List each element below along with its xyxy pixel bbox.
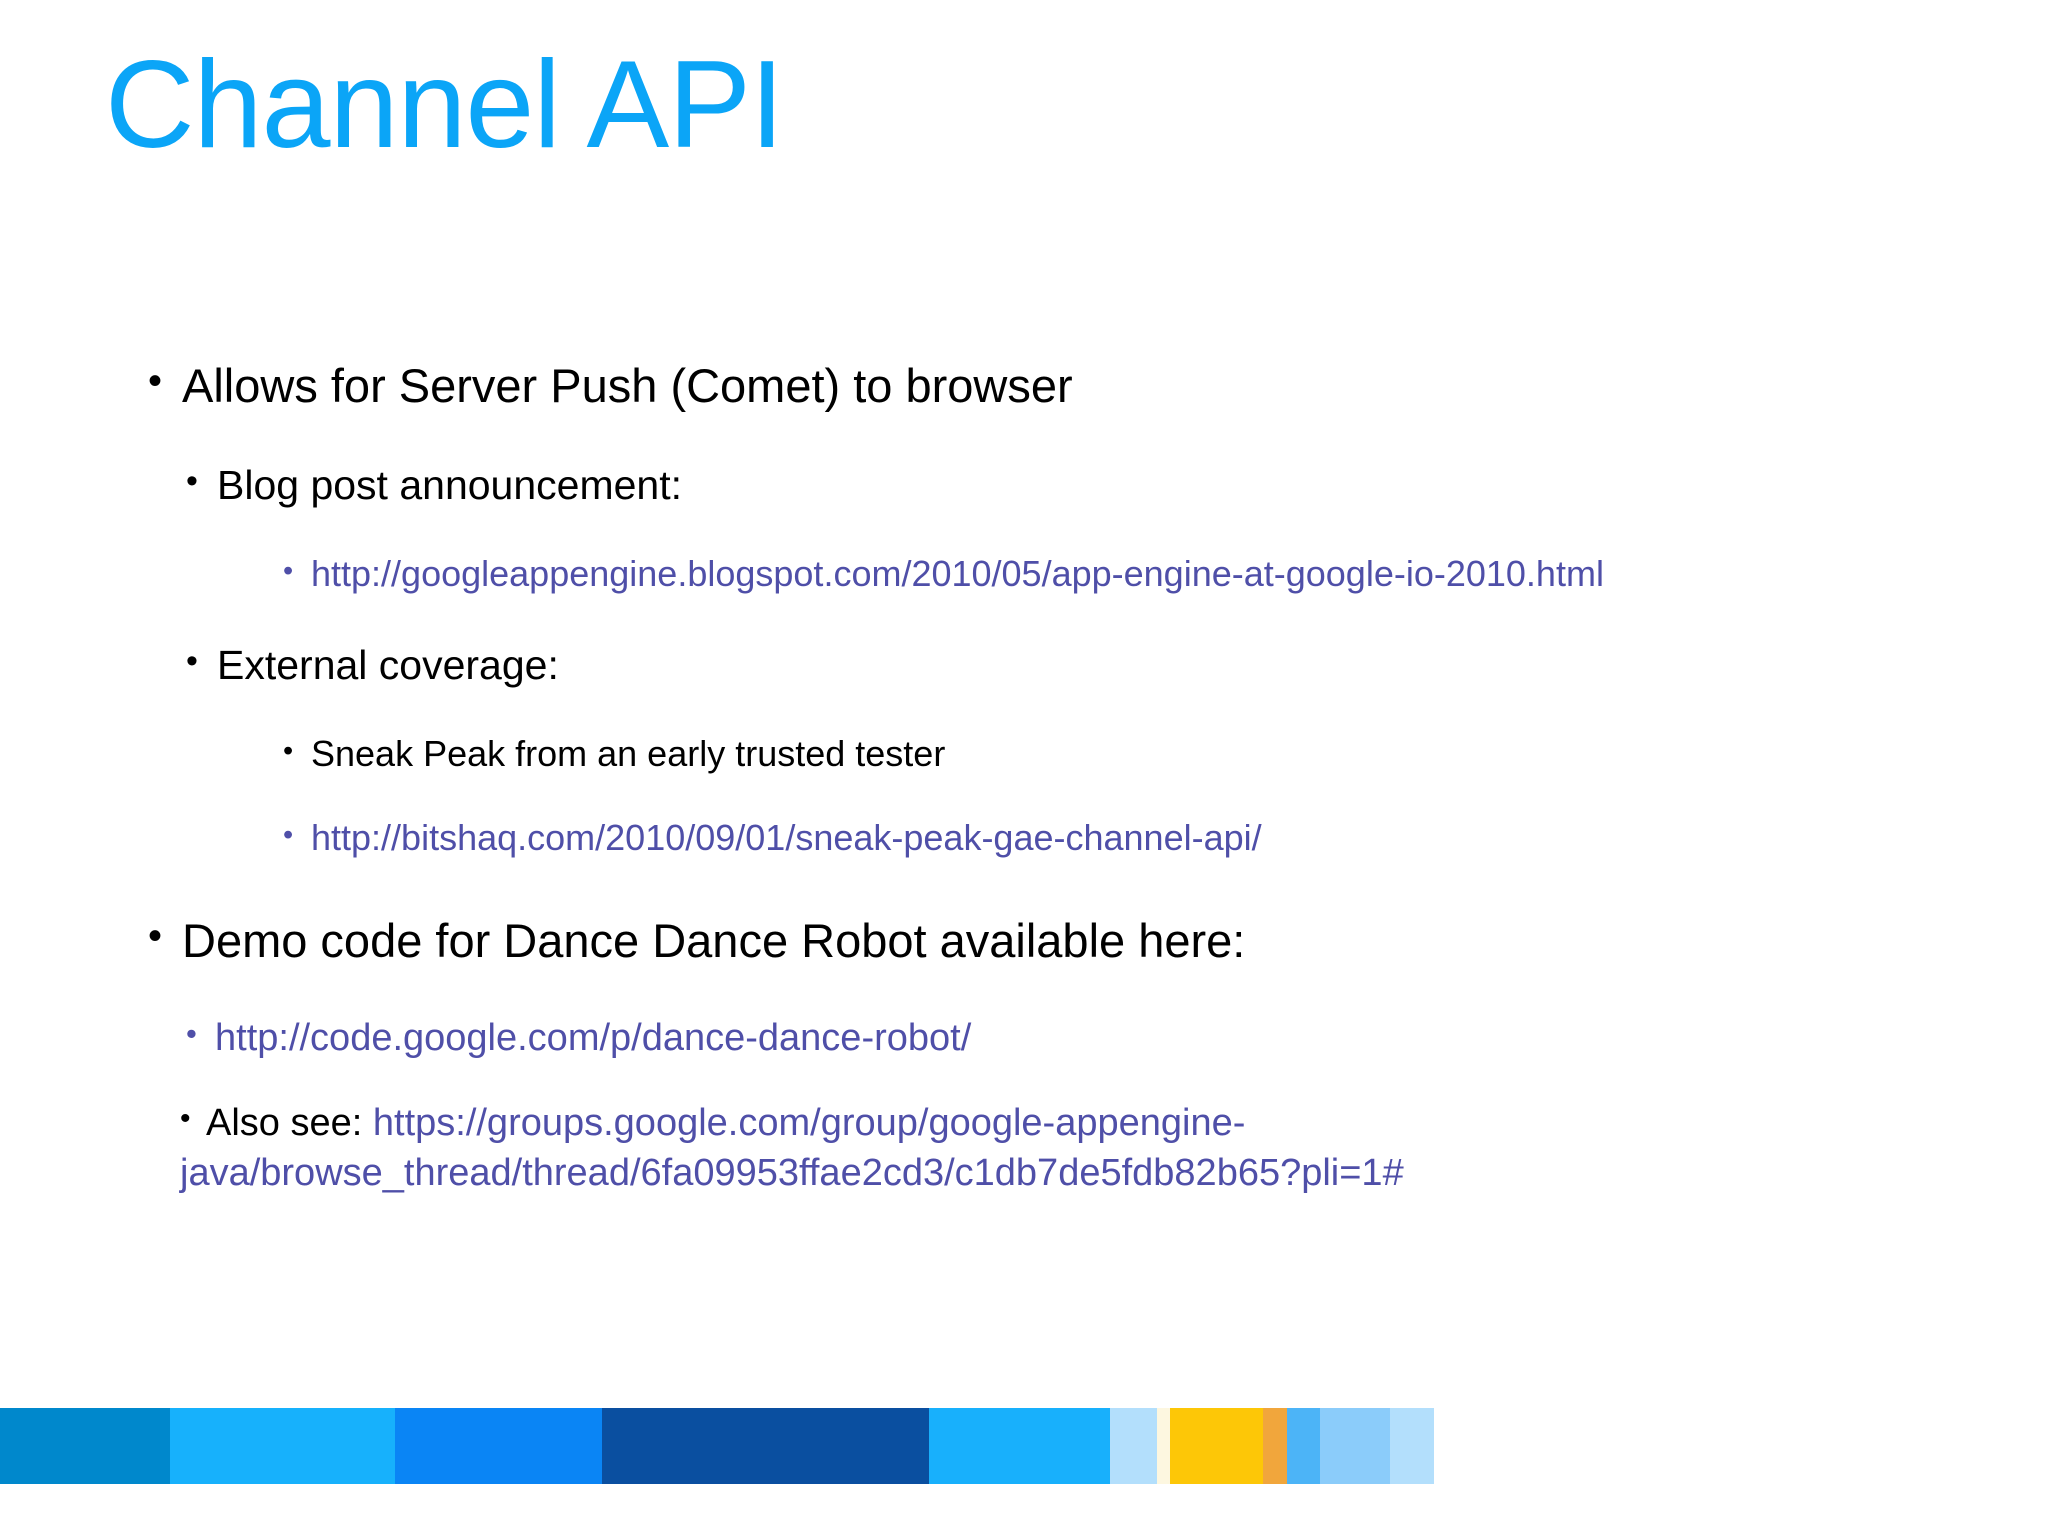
spacer <box>0 693 2048 731</box>
footer-segment-2 <box>170 1408 395 1484</box>
link-groups-google-appengine-java[interactable]: https://groups.google.com/group/google-a… <box>180 1102 1404 1194</box>
bullet-glyph-icon: • <box>180 1102 191 1136</box>
footer-segment-12 <box>1390 1408 1434 1484</box>
footer-segment-6 <box>1110 1408 1157 1484</box>
bullet-item-external-coverage: • External coverage: <box>186 638 2048 693</box>
bullet-glyph-icon: • <box>283 734 294 767</box>
bullet-glyph-icon: • <box>186 641 198 680</box>
also-see-label: Also see: <box>206 1102 373 1145</box>
bullet-item-also-see: • Also see: https://groups.google.com/gr… <box>180 1099 2048 1198</box>
spacer <box>0 418 2048 458</box>
page-title: Channel API <box>105 36 784 174</box>
link-bitshaq-channel-api[interactable]: http://bitshaq.com/2010/09/01/sneak-peak… <box>311 817 1262 859</box>
also-see-line: Also see: https://groups.google.com/grou… <box>180 1099 1740 1198</box>
spacer <box>0 513 2048 551</box>
bullet-item-allows-server-push: • Allows for Server Push (Comet) to brow… <box>148 355 2048 418</box>
bullet-item-demo-code: • Demo code for Dance Dance Robot availa… <box>148 910 2048 973</box>
bullet-item-blogspot-link: • http://googleappengine.blogspot.com/20… <box>283 551 2048 598</box>
link-code-google-dance-dance-robot[interactable]: http://code.google.com/p/dance-dance-rob… <box>215 1017 972 1060</box>
bullet-text: External coverage: <box>217 641 559 688</box>
bullet-text: Blog post announcement: <box>217 461 682 508</box>
link-googleappengine-blogspot[interactable]: http://googleappengine.blogspot.com/2010… <box>311 552 1604 594</box>
spacer <box>0 862 2048 910</box>
spacer <box>0 598 2048 638</box>
footer-segment-5 <box>929 1408 1110 1484</box>
bullet-text: Demo code for Dance Dance Robot availabl… <box>182 914 1246 968</box>
bullet-item-bitshaq-link: • http://bitshaq.com/2010/09/01/sneak-pe… <box>283 815 2048 862</box>
spacer <box>0 973 2048 1013</box>
bullet-glyph-icon: • <box>283 554 294 587</box>
footer-segment-8 <box>1170 1408 1263 1484</box>
bullet-item-sneak-peak: • Sneak Peak from an early trusted teste… <box>283 731 2048 778</box>
bullet-glyph-icon: • <box>148 914 163 959</box>
footer-segment-7 <box>1157 1408 1170 1484</box>
bullet-glyph-icon: • <box>283 819 294 852</box>
bullet-glyph-icon: • <box>186 1016 197 1052</box>
spacer <box>0 1063 2048 1099</box>
footer-segment-9 <box>1263 1408 1287 1484</box>
footer-segment-4 <box>602 1408 929 1484</box>
slide-body: • Allows for Server Push (Comet) to brow… <box>0 355 2048 1198</box>
footer-segment-3 <box>395 1408 602 1484</box>
bullet-glyph-icon: • <box>186 461 198 500</box>
footer-segment-10 <box>1287 1408 1320 1484</box>
bullet-text: Sneak Peak from an early trusted tester <box>311 732 946 774</box>
footer-segment-1 <box>0 1408 170 1484</box>
footer-color-bar <box>0 1408 1434 1484</box>
footer-segment-11 <box>1320 1408 1390 1484</box>
bullet-text: Allows for Server Push (Comet) to browse… <box>182 359 1073 412</box>
bullet-item-dance-dance-robot-link: • http://code.google.com/p/dance-dance-r… <box>186 1013 2048 1063</box>
bullet-item-blog-post-announcement: • Blog post announcement: <box>186 458 2048 513</box>
spacer <box>0 777 2048 815</box>
bullet-glyph-icon: • <box>148 359 163 403</box>
